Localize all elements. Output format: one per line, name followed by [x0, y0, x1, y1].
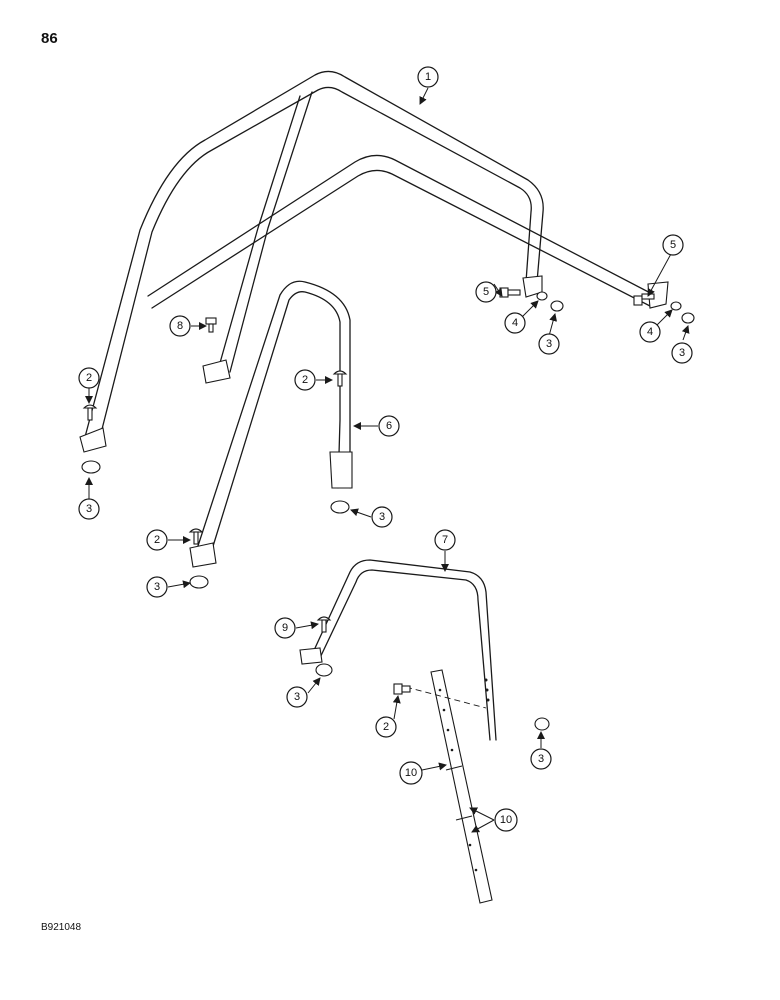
- nut-part-3f: [550, 300, 564, 312]
- inner-loop-bar: [189, 280, 353, 568]
- svg-text:10: 10: [500, 814, 512, 826]
- page-number: 86: [41, 30, 58, 47]
- svg-text:4: 4: [512, 317, 518, 329]
- callout-2: 2: [146, 529, 168, 551]
- bolt-part-2a: [82, 404, 98, 421]
- bolt-part-2b: [332, 370, 348, 387]
- svg-text:2: 2: [302, 374, 308, 386]
- callout-3: 3: [671, 342, 693, 364]
- callout-3: 3: [286, 686, 308, 708]
- svg-text:3: 3: [538, 753, 544, 765]
- svg-text:1: 1: [425, 71, 431, 83]
- nut-part-3a: [81, 460, 101, 474]
- svg-text:5: 5: [483, 286, 489, 298]
- bolt-part-8: [205, 317, 217, 333]
- bolt-part-5a: [499, 287, 521, 298]
- svg-text:2: 2: [154, 534, 160, 546]
- callout-3: 3: [538, 333, 560, 355]
- callout-6: 6: [378, 415, 400, 437]
- callout-3: 3: [78, 498, 100, 520]
- callout-5: 5: [662, 234, 684, 256]
- callout-4: 4: [504, 312, 526, 334]
- main-roll-bar-frame: [79, 70, 669, 453]
- bolt-part-2d: [393, 683, 411, 695]
- callout-8: 8: [169, 315, 191, 337]
- washer-part-4a: [536, 291, 548, 301]
- svg-text:10: 10: [405, 767, 417, 779]
- svg-text:4: 4: [647, 326, 653, 338]
- callout-2: 2: [78, 367, 100, 389]
- callout-10: 10: [494, 808, 518, 832]
- svg-text:2: 2: [383, 721, 389, 733]
- callout-3: 3: [146, 576, 168, 598]
- rear-u-frame: [299, 559, 497, 741]
- nut-part-3e: [534, 717, 550, 731]
- bolt-part-2c: [188, 528, 204, 545]
- figure-code: B921048: [41, 922, 82, 933]
- svg-text:3: 3: [86, 503, 92, 515]
- nut-part-3g: [681, 312, 695, 324]
- svg-text:9: 9: [282, 622, 288, 634]
- callout-3: 3: [530, 748, 552, 770]
- svg-text:3: 3: [379, 511, 385, 523]
- callout-2: 2: [375, 716, 397, 738]
- mounting-strap: [405, 669, 493, 904]
- leader-lines: [85, 87, 690, 833]
- svg-text:7: 7: [442, 534, 448, 546]
- callout-9: 9: [274, 617, 296, 639]
- svg-text:8: 8: [177, 320, 183, 332]
- callout-7: 7: [434, 529, 456, 551]
- svg-text:6: 6: [386, 420, 392, 432]
- svg-text:3: 3: [546, 338, 552, 350]
- callout-3: 3: [371, 506, 393, 528]
- washer-part-4b: [670, 301, 682, 311]
- svg-text:3: 3: [294, 691, 300, 703]
- nut-part-3b: [330, 500, 350, 514]
- callout-2: 2: [294, 369, 316, 391]
- svg-text:2: 2: [86, 372, 92, 384]
- callout-4: 4: [639, 321, 661, 343]
- callout-1: 1: [417, 66, 439, 88]
- nut-part-3c: [189, 575, 209, 589]
- svg-text:5: 5: [670, 239, 676, 251]
- svg-text:3: 3: [679, 347, 685, 359]
- bolt-part-9: [316, 616, 332, 633]
- callout-10: 10: [399, 761, 423, 785]
- svg-text:3: 3: [154, 581, 160, 593]
- callout-5: 5: [475, 281, 497, 303]
- nut-part-3d: [315, 663, 333, 677]
